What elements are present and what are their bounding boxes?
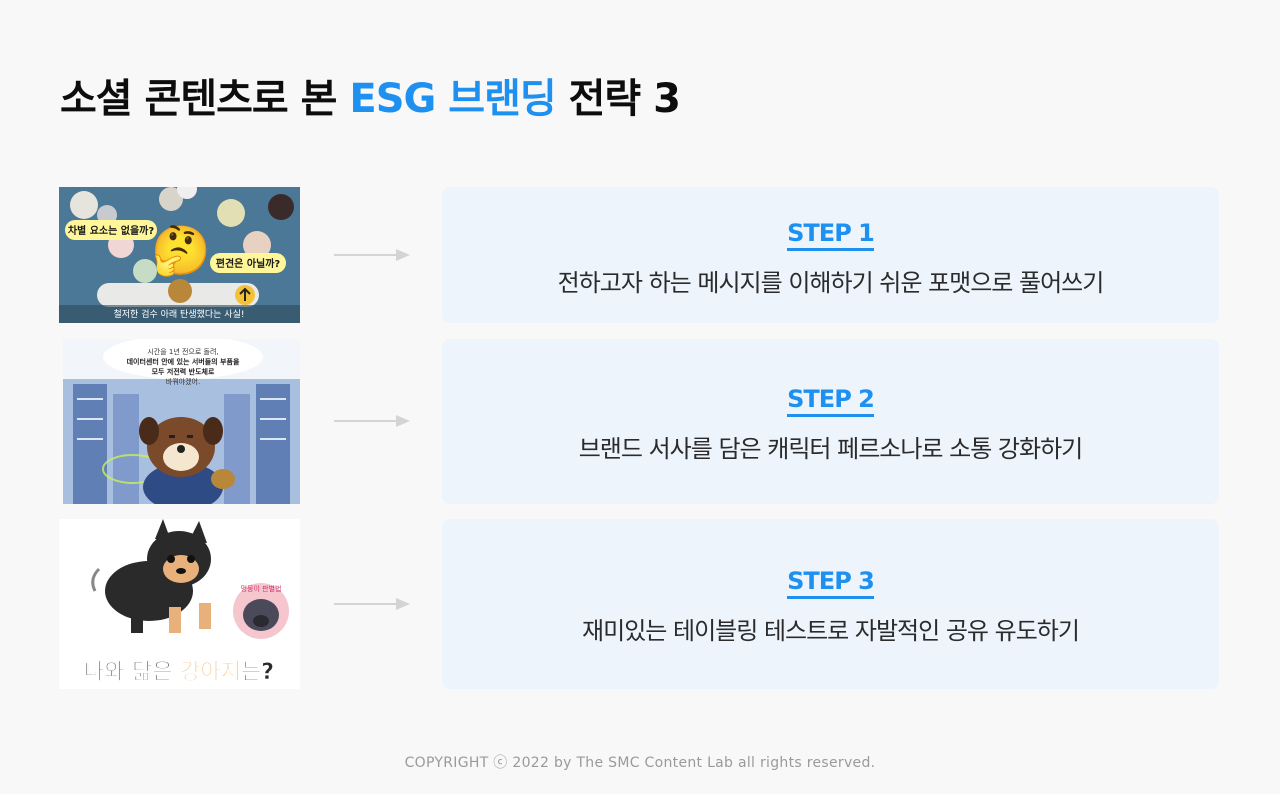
step-2-label: STEP 2 xyxy=(787,385,875,417)
step-3-description: 재미있는 테이블링 테스트로 자발적인 공유 유도하기 xyxy=(582,617,1080,645)
step-3-card: STEP 3 재미있는 테이블링 테스트로 자발적인 공유 유도하기 xyxy=(442,519,1219,689)
step-row-1: 차별 요소는 없을까? 편견은 아닐까? 🤔 철저한 검수 아래 탄생했다는 사… xyxy=(59,187,1219,323)
thumbnail-headline: 나와 닮은 강아지는? xyxy=(84,660,274,685)
title-accent: ESG 브랜딩 xyxy=(349,76,556,122)
comic-line-4: 바꿔야겠어. xyxy=(166,377,200,386)
step-3-label: STEP 3 xyxy=(787,567,875,599)
comic-line-3: 모두 저전력 반도체로 xyxy=(152,367,215,376)
step-1-description: 전하고자 하는 메시지를 이해하기 쉬운 포맷으로 풀어쓰기 xyxy=(557,269,1105,297)
step-3-thumbnail: 멍뭉이 판별법 나와 닮은 강아지는? xyxy=(59,519,300,689)
bubble-left: 차별 요소는 없을까? xyxy=(68,224,155,237)
step-row-3: 멍뭉이 판별법 나와 닮은 강아지는? STEP 3 재미있는 테이블링 테스트… xyxy=(59,519,1219,689)
bubble-right: 편견은 아닐까? xyxy=(216,257,281,270)
title-suffix: 전략 3 xyxy=(555,76,681,122)
title-prefix: 소셜 콘텐츠로 본 xyxy=(60,76,350,122)
page-title: 소셜 콘텐츠로 본 ESG 브랜딩 전략 3 xyxy=(60,66,681,124)
step-2-thumbnail: 시간을 1년 전으로 돌려, 데이터센터 안에 있는 서버들의 부품을 모두 저… xyxy=(63,339,300,504)
comic-line-1: 시간을 1년 전으로 돌려, xyxy=(147,347,218,356)
thumbnail-caption: 철저한 검수 아래 탄생했다는 사실! xyxy=(114,308,245,320)
step-2-description: 브랜드 서사를 담은 캐릭터 페르소나로 소통 강화하기 xyxy=(578,435,1084,463)
arrow-right-icon xyxy=(334,415,410,427)
step-1-card: STEP 1 전하고자 하는 메시지를 이해하기 쉬운 포맷으로 풀어쓰기 xyxy=(442,187,1219,323)
badge-label: 멍뭉이 판별법 xyxy=(241,584,282,593)
step-1-thumbnail: 차별 요소는 없을까? 편견은 아닐까? 🤔 철저한 검수 아래 탄생했다는 사… xyxy=(59,187,300,323)
arrow-right-icon xyxy=(334,249,410,261)
step-1-label: STEP 1 xyxy=(787,219,875,251)
arrow-right-icon xyxy=(334,598,410,610)
comic-line-2: 데이터센터 안에 있는 서버들의 부품을 xyxy=(127,357,240,366)
thinking-face-icon: 🤔 xyxy=(151,223,211,279)
step-row-2: 시간을 1년 전으로 돌려, 데이터센터 안에 있는 서버들의 부품을 모두 저… xyxy=(59,339,1219,504)
copyright-footer: COPYRIGHT ⓒ 2022 by The SMC Content Lab … xyxy=(404,755,876,771)
step-2-card: STEP 2 브랜드 서사를 담은 캐릭터 페르소나로 소통 강화하기 xyxy=(442,339,1219,504)
